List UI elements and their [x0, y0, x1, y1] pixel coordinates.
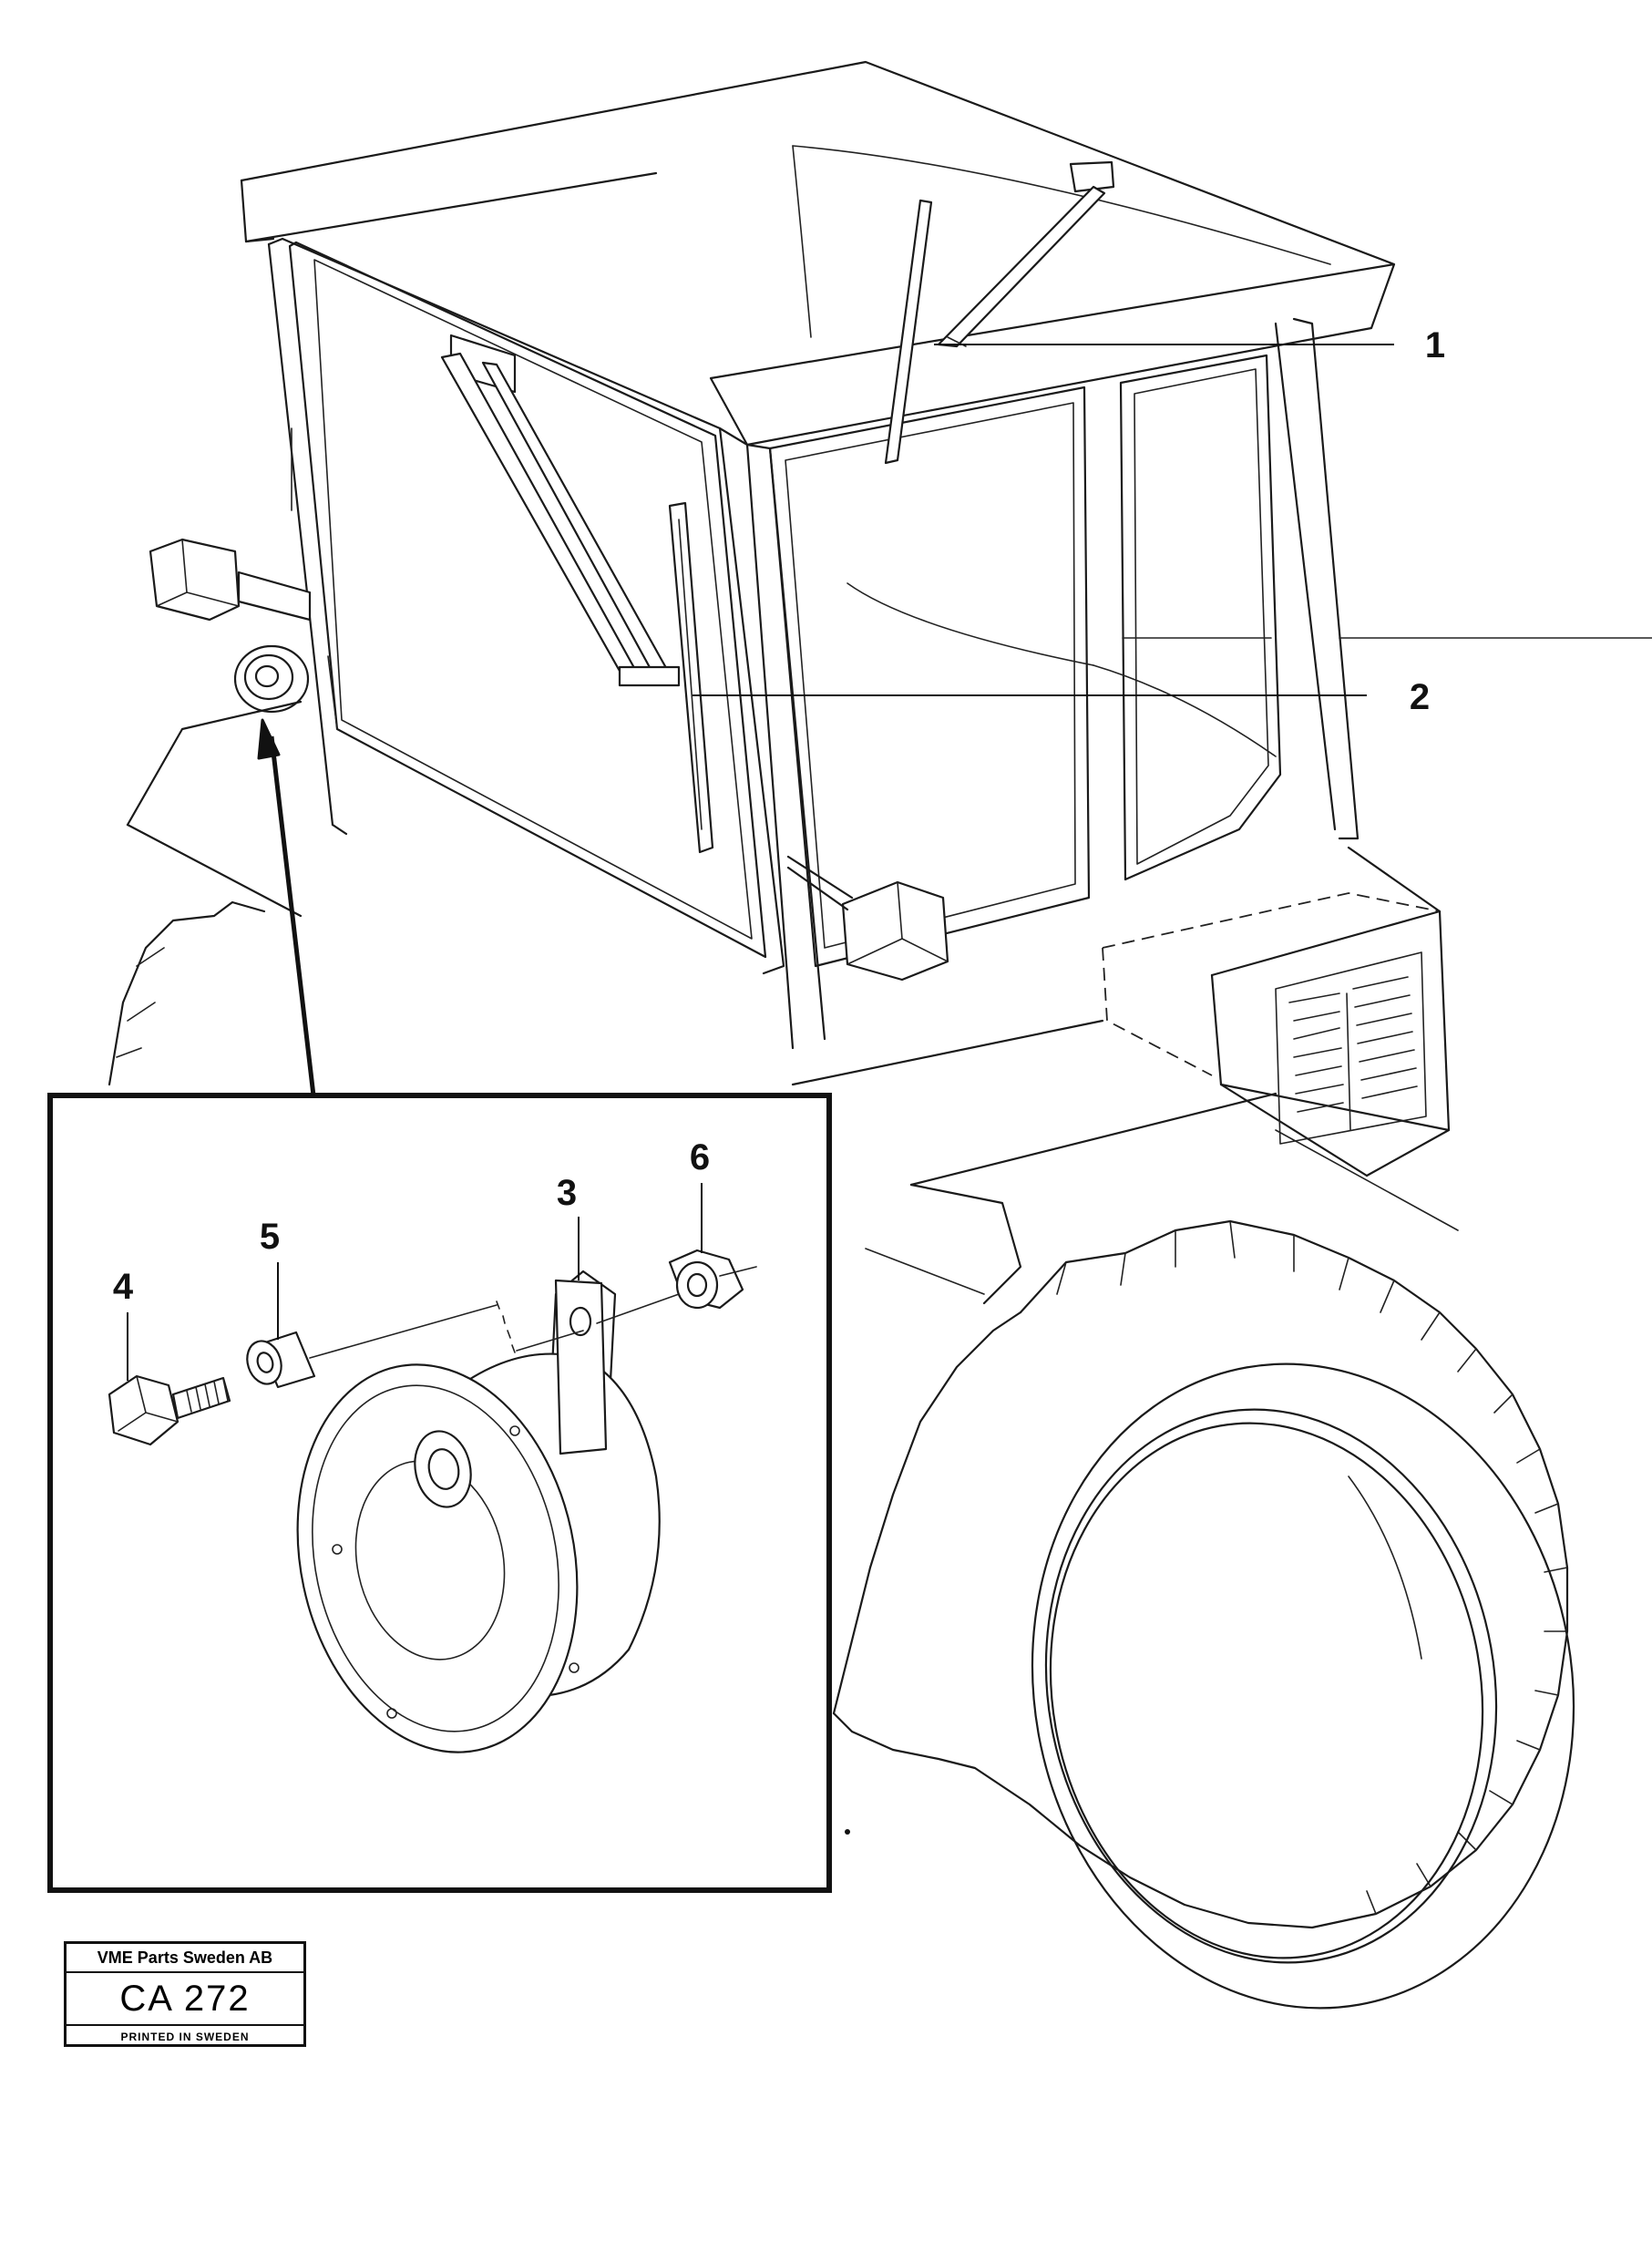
- nut: [668, 1249, 744, 1310]
- callout-3: 3: [557, 1173, 577, 1213]
- front-tire: [832, 1219, 1575, 2010]
- tractor-body: [126, 700, 1459, 1305]
- callout-5: 5: [260, 1217, 280, 1257]
- right-work-light: [786, 855, 949, 982]
- callout-1: 1: [1425, 325, 1445, 365]
- stamp-printed: PRINTED IN SWEDEN: [120, 2031, 250, 2043]
- side-wiper-arm: [440, 334, 714, 854]
- callout-2: 2: [1410, 677, 1430, 717]
- front-wiper-arm: [884, 160, 1115, 465]
- horn-detail-inset: 3 4 5 6: [47, 1093, 832, 1893]
- detail-arrow: [257, 718, 316, 1096]
- callout-6: 6: [690, 1137, 710, 1177]
- left-work-light: [149, 538, 312, 714]
- stamp-code: CA 272: [67, 1973, 303, 2026]
- callout-4: 4: [113, 1267, 134, 1307]
- bracket: [554, 1279, 608, 1455]
- hood-grille: [1275, 951, 1427, 1145]
- rear-tire-left: [108, 900, 266, 1086]
- main-callouts: 1 2: [693, 325, 1445, 717]
- cab-front-frame: [718, 317, 1360, 1050]
- cab-side-window: [267, 237, 785, 975]
- bolt: [108, 1374, 231, 1446]
- stamp-company: VME Parts Sweden AB: [67, 1944, 303, 1973]
- cab-roof: [240, 60, 1396, 447]
- cab-windshield: [768, 354, 1652, 968]
- speck: [845, 1829, 850, 1835]
- publisher-stamp: VME Parts Sweden AB CA 272 PRINTED IN SW…: [64, 1941, 306, 2047]
- spacer: [246, 1331, 316, 1389]
